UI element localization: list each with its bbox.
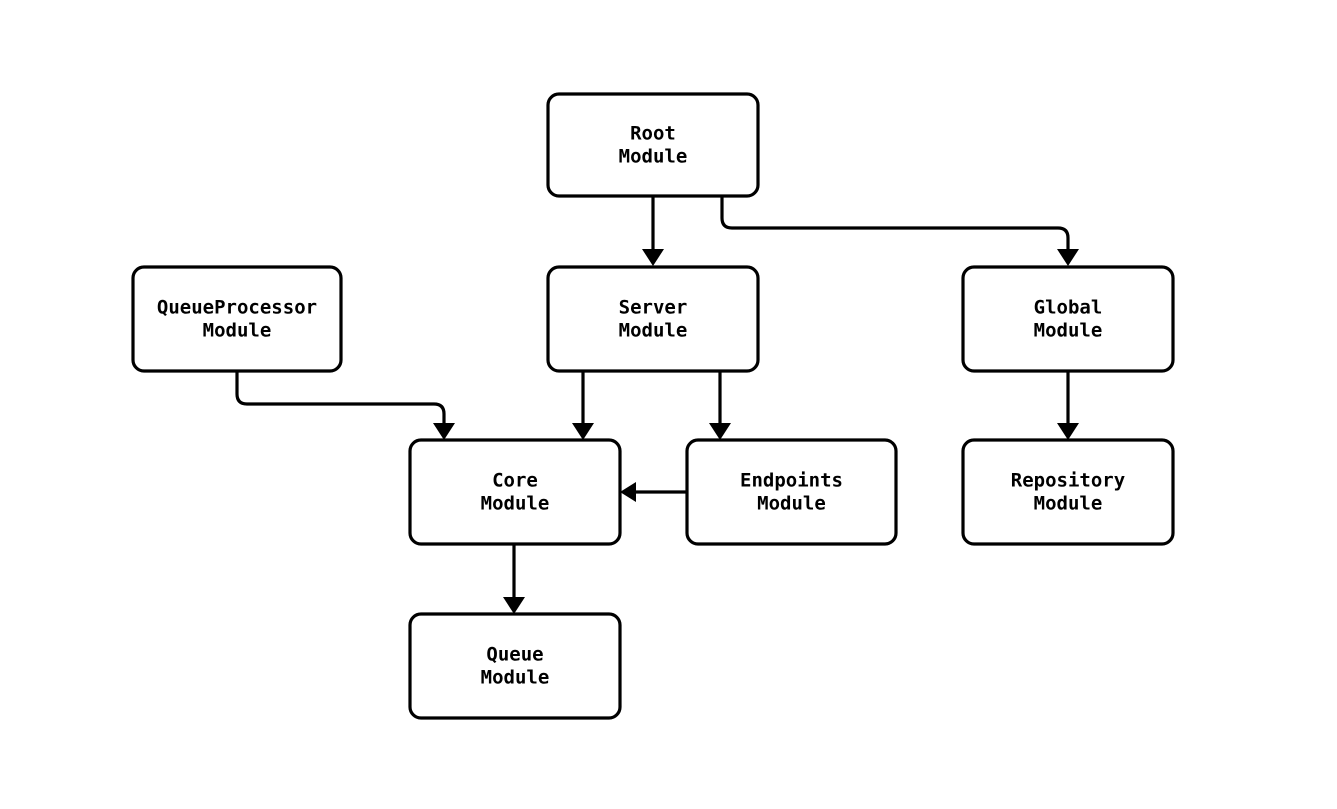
node-label-line2: Module: [481, 667, 550, 689]
edge-global-to-repository: [1057, 371, 1079, 440]
node-label-line2: Module: [203, 320, 272, 342]
node-label-line2: Module: [1034, 493, 1103, 515]
node-label-line1: Repository: [1011, 470, 1125, 492]
node-box[interactable]: [408, 438, 622, 546]
node-box[interactable]: [685, 438, 898, 546]
edge-queueprocessor-to-core: [235, 371, 455, 440]
node-label-line2: Module: [1034, 320, 1103, 342]
edge-line: [720, 196, 1070, 254]
node-box[interactable]: [546, 92, 760, 198]
node-box[interactable]: [131, 265, 343, 373]
edge-server-to-endpoints: [709, 371, 731, 440]
node-box[interactable]: [546, 265, 760, 373]
arrowhead-icon: [1057, 423, 1079, 440]
node-label-line2: Module: [481, 493, 550, 515]
edge-line: [235, 371, 446, 428]
node-label-line1: QueueProcessor: [157, 297, 317, 319]
node-box[interactable]: [961, 438, 1175, 546]
edge-root-to-global: [720, 196, 1079, 266]
node-label-line1: Root: [630, 123, 676, 145]
arrowhead-icon: [620, 482, 636, 502]
arrowhead-icon: [503, 597, 525, 614]
edge-root-to-server: [642, 196, 664, 266]
arrowhead-icon: [642, 249, 664, 266]
edge-endpoints-to-core: [620, 482, 687, 502]
arrowhead-icon: [1057, 249, 1079, 266]
node-label-line2: Module: [757, 493, 826, 515]
arrowhead-icon: [433, 423, 455, 440]
arrowhead-icon: [572, 423, 594, 440]
edge-core-to-queue: [503, 544, 525, 614]
node-box[interactable]: [408, 612, 622, 720]
arrowhead-icon: [709, 423, 731, 440]
node-label-line1: Server: [619, 297, 688, 319]
nodes-layer: RootModuleQueueProcessorModuleServerModu…: [131, 92, 1175, 720]
node-label-line1: Global: [1034, 297, 1103, 319]
edges-layer: [235, 196, 1079, 614]
node-box[interactable]: [961, 265, 1175, 373]
node-label-line1: Endpoints: [740, 470, 843, 492]
node-label-line2: Module: [619, 320, 688, 342]
edge-server-to-core: [572, 371, 594, 440]
node-label-line1: Core: [492, 470, 538, 492]
node-label-line2: Module: [619, 146, 688, 168]
node-label-line1: Queue: [486, 644, 543, 666]
